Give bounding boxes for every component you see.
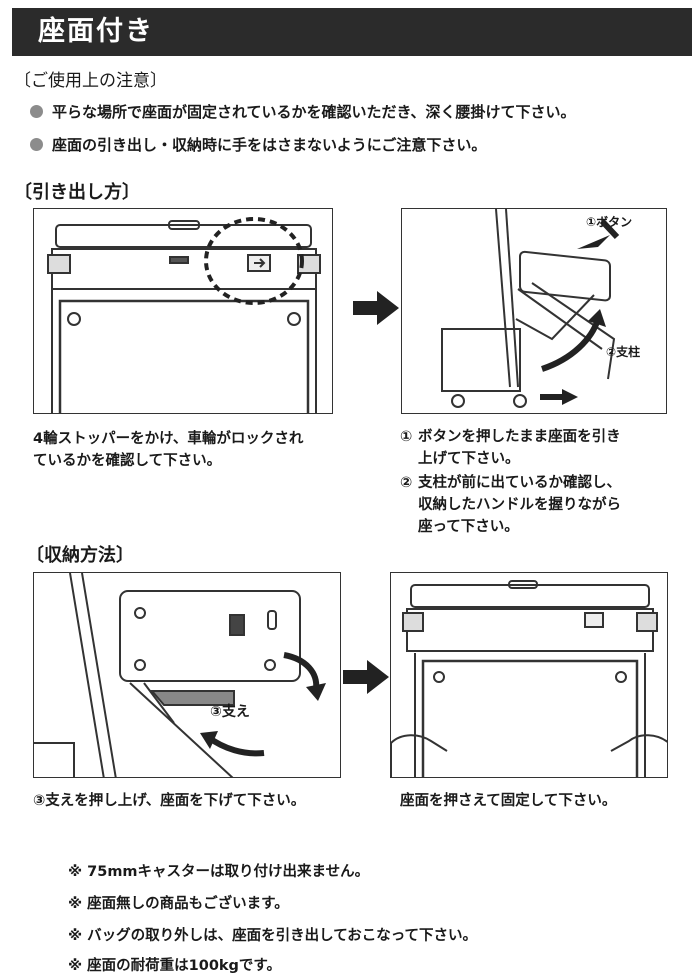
step-text: ボタンを押したまま座面を引き	[418, 429, 621, 445]
usage-bullet-text: 座面の引き出し・収納時に手をはさまないようにご注意下さい。	[52, 136, 487, 154]
note-item: ※ バッグの取り外しは、座面を引き出しておこなって下さい。	[68, 928, 478, 944]
storage-caption-left: ③支えを押し上げ、座面を下げて下さい。	[33, 793, 306, 809]
storage-heading: 〔収納方法〕	[26, 545, 134, 566]
chair-front-illustration	[47, 217, 321, 413]
usage-bullet-text: 平らな場所で座面が固定されているかを確認いただき、深く腰掛けて下さい。	[52, 103, 576, 121]
step-text: 収納したハンドルを握りながら	[418, 497, 621, 513]
arrow-right-icon	[353, 291, 399, 325]
note-item: ※ 座面無しの商品もございます。	[68, 896, 289, 912]
step-number: ②	[400, 475, 413, 491]
bullet-dot-icon	[30, 138, 43, 151]
step-text: 支柱が前に出ているか確認し、	[418, 475, 621, 491]
usage-bullet: 平らな場所で座面が固定されているかを確認いただき、深く腰掛けて下さい。	[30, 101, 576, 122]
storage-illustration-fold: ③支え	[33, 572, 341, 778]
usage-heading: 〔ご使用上の注意〕	[14, 71, 167, 91]
pull-out-illustration-side: ①ボタン ②支柱	[401, 208, 667, 414]
chair-fixed-illustration	[391, 580, 667, 777]
pull-out-step-1: ① ボタンを押したまま座面を引き 上げて下さい。	[400, 426, 690, 470]
step-text: 座って下さい。	[418, 519, 519, 535]
pull-out-heading: 〔引き出し方〕	[14, 182, 140, 203]
note-item: ※ 75mmキャスターは取り付け出来ません。	[68, 864, 370, 880]
caption-line: ているかを確認して下さい。	[33, 453, 222, 469]
page-title: 座面付き	[12, 8, 692, 56]
arrow-right-icon	[343, 660, 389, 694]
caption-line: 4輪ストッパーをかけ、車輪がロックされ	[33, 431, 304, 447]
note-item: ※ 座面の耐荷重は100kgです。	[68, 958, 281, 974]
storage-caption-right: 座面を押さえて固定して下さい。	[400, 793, 617, 809]
pull-out-step-2: ② 支柱が前に出ているか確認し、 収納したハンドルを握りながら 座って下さい。	[400, 472, 690, 538]
storage-illustration-fixed	[390, 572, 668, 778]
step-number: ①	[400, 429, 413, 445]
pull-out-illustration-front	[33, 208, 333, 414]
support-label: ③支え	[210, 704, 250, 720]
chair-side-illustration	[441, 209, 620, 408]
button-label: ①ボタン	[586, 215, 633, 229]
bullet-dot-icon	[30, 105, 43, 118]
step-text: 上げて下さい。	[418, 451, 520, 467]
post-label: ②支柱	[606, 345, 641, 359]
usage-bullet: 座面の引き出し・収納時に手をはさまないようにご注意下さい。	[30, 134, 486, 155]
chair-fold-illustration	[34, 573, 326, 777]
pull-out-caption-left: 4輪ストッパーをかけ、車輪がロックされ ているかを確認して下さい。	[33, 428, 353, 472]
